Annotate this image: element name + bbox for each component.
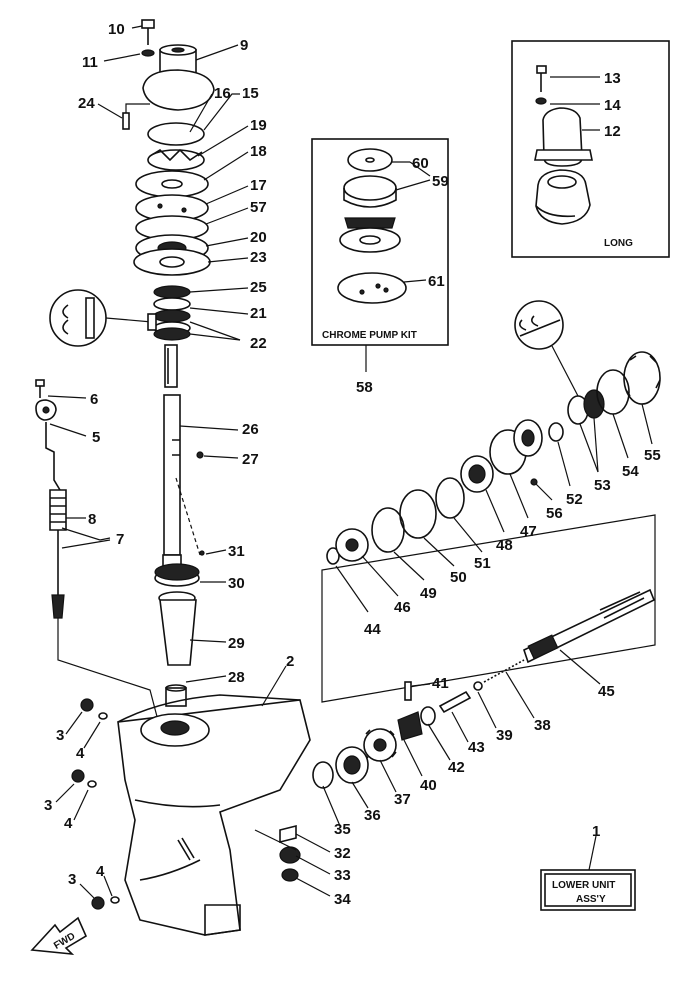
- long-pump-base: [535, 169, 591, 225]
- label-47: 47: [520, 523, 537, 540]
- label-4a: 4: [76, 745, 85, 762]
- label-15: 15: [242, 85, 259, 102]
- label-59: 59: [432, 173, 449, 190]
- label-53: 53: [594, 477, 611, 494]
- impeller: [147, 149, 205, 171]
- label-30: 30: [228, 575, 245, 592]
- label-56: 56: [546, 505, 563, 522]
- chrome-gasket: [347, 148, 393, 172]
- label-24: 24: [78, 95, 95, 112]
- label-3a: 3: [56, 727, 64, 744]
- label-33: 33: [334, 867, 351, 884]
- label-7: 7: [116, 531, 124, 548]
- label-3c: 3: [68, 871, 76, 888]
- label-4b: 4: [64, 815, 73, 832]
- label-11: 11: [82, 54, 98, 71]
- label-60: 60: [412, 155, 429, 172]
- lower-unit-caption-line1: LOWER UNIT: [552, 880, 615, 891]
- label-13: 13: [604, 70, 621, 87]
- chrome-impeller: [344, 217, 396, 229]
- chrome-pump-kit-caption: CHROME PUMP KIT: [322, 330, 417, 341]
- label-12: 12: [604, 123, 621, 140]
- label-55: 55: [644, 447, 661, 464]
- water-pump-stack: [49, 19, 215, 347]
- chrome-pump-kit-inset: 60 59 61 CHROME PUMP KIT 58: [311, 138, 449, 396]
- lower-casing: [117, 694, 311, 936]
- fwd-direction-arrow: FWD: [30, 916, 88, 956]
- label-36: 36: [364, 807, 381, 824]
- label-43: 43: [468, 739, 485, 756]
- label-35: 35: [334, 821, 351, 838]
- casing-fasteners: [71, 698, 120, 910]
- chrome-outer-plate: [337, 272, 407, 304]
- label-16: 16: [214, 85, 231, 102]
- label-3b: 3: [44, 797, 52, 814]
- label-50: 50: [450, 569, 467, 586]
- label-8: 8: [88, 511, 96, 528]
- drive-shaft: [154, 344, 205, 707]
- label-22: 22: [250, 335, 267, 352]
- label-45: 45: [598, 683, 615, 700]
- dog-clutch: [397, 711, 423, 741]
- label-27: 27: [242, 451, 259, 468]
- label-52: 52: [566, 491, 583, 508]
- label-5: 5: [92, 429, 100, 446]
- drive-shaft-sleeve: [159, 599, 197, 666]
- label-29: 29: [228, 635, 245, 652]
- seal-detail-callout: [49, 289, 107, 347]
- label-14: 14: [604, 97, 621, 114]
- label-23: 23: [250, 249, 267, 266]
- label-41: 41: [432, 675, 449, 692]
- label-34: 34: [334, 891, 351, 908]
- chrome-insert: [343, 175, 397, 201]
- reverse-gear-parts: [326, 300, 661, 565]
- label-48: 48: [496, 537, 513, 554]
- long-variant-inset: 13 14 12 LONG: [511, 40, 670, 258]
- label-2: 2: [286, 653, 294, 670]
- label-4c: 4: [96, 863, 105, 880]
- label-58: 58: [356, 379, 373, 396]
- label-57: 57: [250, 199, 267, 216]
- long-caption: LONG: [604, 238, 633, 249]
- label-20: 20: [250, 229, 267, 246]
- part-number-labels: 10 11 9 24 16 15 19 18 17 57 20 23 25 21…: [44, 21, 661, 908]
- label-39: 39: [496, 727, 513, 744]
- label-46: 46: [394, 599, 411, 616]
- pump-insert: [147, 122, 205, 146]
- lower-unit-assy-box: LOWER UNIT ASS'Y: [540, 835, 636, 911]
- label-32: 32: [334, 845, 351, 862]
- label-54: 54: [622, 463, 639, 480]
- label-49: 49: [420, 585, 437, 602]
- label-44: 44: [364, 621, 381, 638]
- label-18: 18: [250, 143, 267, 160]
- label-28: 28: [228, 669, 245, 686]
- label-25: 25: [250, 279, 267, 296]
- propeller-shaft-group: [254, 514, 656, 882]
- shift-rod-assembly: [35, 379, 161, 729]
- oil-seal-detail-callout: [514, 300, 564, 350]
- label-9: 9: [240, 37, 248, 54]
- lower-unit-caption-line2: ASS'Y: [576, 894, 606, 905]
- label-10: 10: [108, 21, 125, 38]
- label-38: 38: [534, 717, 551, 734]
- label-19: 19: [250, 117, 267, 134]
- label-1: 1: [592, 823, 600, 840]
- label-21: 21: [250, 305, 267, 322]
- leader-lines: [47, 25, 653, 899]
- label-40: 40: [420, 777, 437, 794]
- label-51: 51: [474, 555, 491, 572]
- label-6: 6: [90, 391, 98, 408]
- label-42: 42: [448, 759, 465, 776]
- label-26: 26: [242, 421, 259, 438]
- label-31: 31: [228, 543, 245, 560]
- label-37: 37: [394, 791, 411, 808]
- label-17: 17: [250, 177, 267, 194]
- label-61: 61: [428, 273, 445, 290]
